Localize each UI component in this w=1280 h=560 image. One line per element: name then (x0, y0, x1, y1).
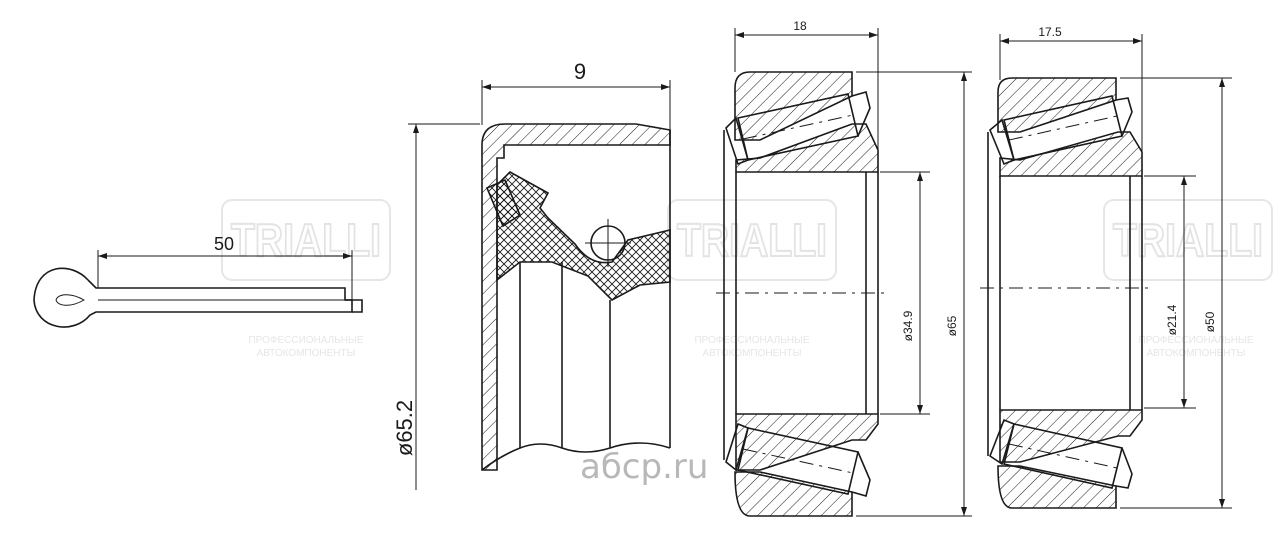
site-logo: aбcp.ru (580, 447, 708, 487)
watermark-brand: TRIALLI (1113, 214, 1263, 266)
watermark-line1: ПРОФЕССИОНАЛЬНЫЕ (1138, 335, 1253, 346)
bearing1-cage-top (725, 116, 749, 166)
bearing2-outer-ring-top (997, 77, 1117, 133)
seal-dust-lip (485, 178, 522, 228)
oil-seal: 9 ø65.2 (392, 59, 671, 490)
bearing2-roller-axis (1008, 115, 1118, 141)
watermark-line2: АВТОКОМПОНЕНТЫ (1147, 348, 1246, 359)
watermark-brand: TRIALLI (677, 214, 827, 266)
dim-bearing2-width: 17.5 (1038, 25, 1062, 39)
cotter-pin: 50 (33, 234, 363, 328)
watermark-line2: АВТОКОМПОНЕНТЫ (257, 348, 356, 359)
bearing1-roller-bottom (737, 427, 859, 495)
dim-bearing1-outer-diameter: ø65 (945, 315, 959, 336)
watermark-group: TRIALLI ПРОФЕССИОНАЛЬНЫЕ АВТОКОМПОНЕНТЫ … (221, 199, 1273, 359)
watermark-middle: TRIALLI ПРОФЕССИОНАЛЬНЫЕ АВТОКОМПОНЕНТЫ (667, 199, 837, 359)
seal-metal-case (481, 123, 671, 471)
bearing1-cage-bottom-right (851, 451, 871, 497)
bearing2-cage-top-right (1115, 97, 1133, 137)
cotter-pin-top-leg (87, 279, 363, 313)
dim-bearing2-outer-diameter: ø50 (1203, 311, 1217, 332)
bearing2-roller-axis (1008, 443, 1118, 469)
cotter-pin-outline (33, 267, 353, 328)
dim-bearing2-inner-diameter: ø21.4 (1165, 304, 1179, 335)
dim-bearing1-inner-diameter: ø34.9 (901, 310, 915, 341)
watermark-right: TRIALLI ПРОФЕССИОНАЛЬНЫЕ АВТОКОМПОНЕНТЫ (1103, 199, 1273, 359)
bearing1-roller-axis (742, 114, 854, 140)
bearing-1: 18 ø34.9 ø65 (716, 19, 972, 517)
bearing1-cage-bottom (725, 422, 749, 472)
bearing1-inner-ring-bottom (735, 413, 879, 471)
bearing2-cage-bottom-right (1115, 447, 1133, 489)
seal-break-line (481, 442, 671, 471)
dim-seal-width: 9 (574, 59, 586, 84)
watermark-line2: АВТОКОМПОНЕНТЫ (703, 348, 802, 359)
bearing2-inner-ring-top (999, 131, 1143, 177)
bearing2-cage-bottom (989, 418, 1015, 466)
cotter-pin-eye (55, 294, 86, 306)
bearing1-inner-ring-top (735, 123, 879, 173)
watermark-line1: ПРОФЕССИОНАЛЬНЫЕ (248, 335, 363, 346)
bearing2-cage-top (989, 118, 1015, 166)
dim-bearing1-width: 18 (793, 19, 807, 33)
dim-pin-length: 50 (214, 234, 234, 254)
dim-seal-outer-diameter: ø65.2 (392, 400, 417, 456)
bearing2-outer-ring-bottom (997, 465, 1117, 509)
watermark-brand: TRIALLI (231, 214, 381, 266)
bearing1-outer-ring-bottom (734, 471, 853, 517)
bearing1-roller-axis (742, 448, 854, 474)
bearing1-cage-top-right (851, 91, 871, 137)
bearing2-roller-bottom (1003, 423, 1123, 489)
watermark-left: TRIALLI ПРОФЕССИОНАЛЬНЫЕ АВТОКОМПОНЕНТЫ (221, 199, 391, 359)
watermark-line1: ПРОФЕССИОНАЛЬНЫЕ (694, 335, 809, 346)
bearing-2: 17.5 ø21.4 ø50 (980, 25, 1232, 509)
seal-rubber-lip (496, 171, 671, 301)
